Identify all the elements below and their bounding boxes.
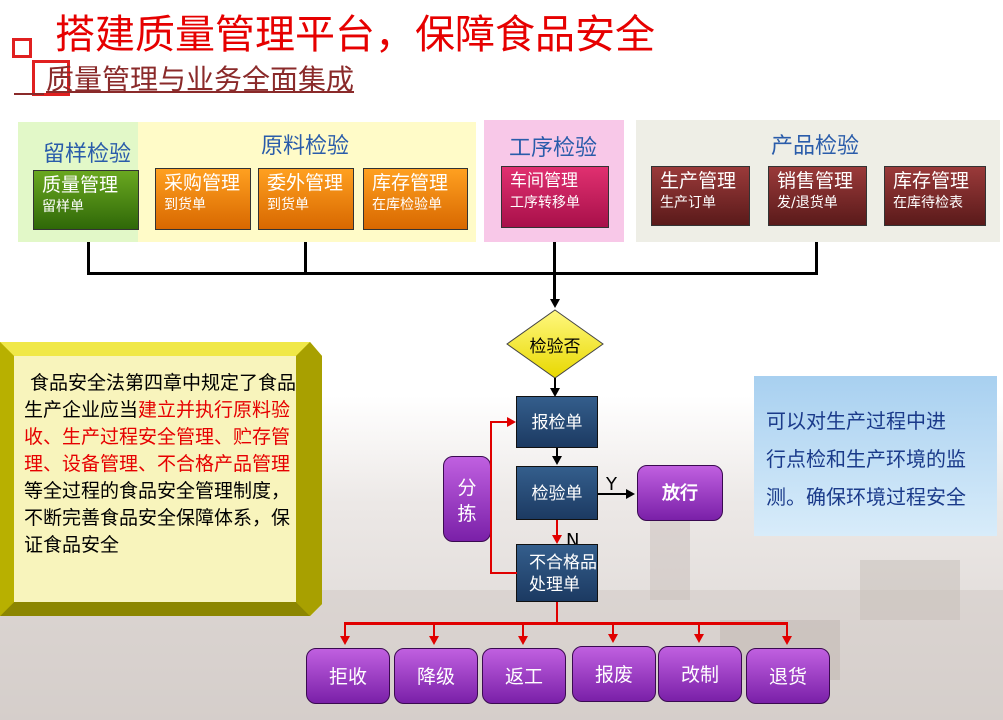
- outcome-drop-4: [612, 622, 614, 636]
- connector-decision-report: [554, 378, 556, 392]
- monitor-note-line3: 测。确保环境过程安全: [766, 485, 966, 509]
- red-loop-vertical: [490, 421, 492, 573]
- monitor-note-text: 可以对生产过程中进 行点检和生产环境的监 测。确保环境过程安全: [766, 402, 966, 516]
- outcome-scrap-button[interactable]: 报废: [572, 646, 656, 702]
- outcome-arrow-2: [429, 636, 439, 645]
- outcome-arrow-3: [518, 636, 528, 645]
- page-subtitle: 质量管理与业务全面集成: [46, 63, 355, 96]
- outcome-drop-3: [522, 622, 524, 638]
- outcome-rework-button[interactable]: 返工: [482, 648, 566, 704]
- connector-product: [815, 242, 818, 274]
- outcome-drop-2: [433, 622, 435, 638]
- connector-material: [304, 242, 307, 274]
- connector-inspect-nonconform: [556, 520, 558, 538]
- outcome-drop-6: [786, 622, 788, 638]
- nonconforming-line1: 不合格品: [529, 553, 597, 573]
- outcome-arrow-6: [782, 636, 792, 645]
- outcome-modify-button[interactable]: 改制: [658, 646, 742, 702]
- outcome-drop-5: [698, 622, 700, 636]
- module-inventory-management-material[interactable]: 库存管理在库检验单: [363, 168, 468, 230]
- group-label-process: 工序检验: [508, 136, 597, 161]
- outcome-trunk: [556, 602, 558, 624]
- module-quality-management[interactable]: 质量管理留样单: [33, 170, 139, 230]
- connector-inspect-release: [598, 493, 628, 495]
- outcome-bus: [344, 622, 788, 625]
- title-decoration-square: [12, 38, 32, 58]
- connector-report-inspect: [556, 448, 558, 460]
- nonconforming-form-box[interactable]: 不合格品 处理单: [516, 544, 598, 602]
- red-loop-bottom: [490, 572, 517, 574]
- connector-horizontal: [87, 272, 818, 275]
- outcome-return-button[interactable]: 退货: [746, 648, 830, 704]
- outcome-arrow-4: [608, 634, 618, 643]
- outcome-drop-1: [344, 622, 346, 638]
- group-label-product: 产品检验: [770, 134, 859, 159]
- monitor-note-line1: 可以对生产过程中进: [766, 409, 946, 433]
- inspection-form-box[interactable]: 检验单: [516, 466, 598, 520]
- page-title: 搭建质量管理平台，保障食品安全: [55, 12, 655, 58]
- module-inventory-management-product[interactable]: 库存管理在库待检表: [884, 166, 986, 226]
- sorting-button[interactable]: 分拣: [443, 456, 491, 542]
- arrow-to-inspect: [552, 456, 562, 465]
- arrow-to-decision: [550, 299, 560, 308]
- module-workshop-management[interactable]: 车间管理工序转移单: [501, 166, 609, 228]
- law-note-frame: [0, 342, 322, 616]
- outcome-reject-button[interactable]: 拒收: [306, 648, 390, 704]
- yes-label: Y: [606, 474, 617, 495]
- red-arrow-to-report: [507, 417, 516, 427]
- red-loop-top: [490, 421, 508, 423]
- module-purchase-management[interactable]: 采购管理到货单: [155, 168, 251, 230]
- module-production-management[interactable]: 生产管理生产订单: [651, 166, 750, 226]
- arrow-to-nonconform: [552, 535, 562, 544]
- module-outsourcing-management[interactable]: 委外管理到货单: [258, 168, 354, 230]
- nonconforming-line2: 处理单: [529, 575, 580, 595]
- law-note-seg1: 食品安全法第四章中规定了食品生产企业应当: [24, 372, 297, 421]
- outcome-arrow-1: [340, 636, 350, 645]
- connector-retained: [87, 242, 90, 274]
- subtitle-underline-lead: [14, 93, 44, 95]
- module-sales-management[interactable]: 销售管理发/退货单: [768, 166, 867, 226]
- group-label-retained: 留样检验: [42, 142, 131, 167]
- law-note-seg3: 等全过程的食品安全管理制度，不断完善食品安全保障体系，保证食品安全: [24, 480, 291, 556]
- law-note-seg2: 建立并执行原料验收、生产过程安全管理、贮存管理、设备管理、不合格产品管理: [24, 399, 291, 475]
- outcome-downgrade-button[interactable]: 降级: [394, 648, 478, 704]
- connector-process: [553, 242, 556, 300]
- arrow-to-release: [626, 489, 635, 499]
- group-label-material: 原料检验: [260, 134, 349, 159]
- subtitle-decoration-square: [32, 60, 70, 96]
- decision-label: 检验否: [529, 337, 581, 357]
- report-form-box[interactable]: 报检单: [516, 396, 598, 448]
- arrow-to-report: [550, 388, 560, 397]
- release-button[interactable]: 放行: [637, 465, 723, 521]
- monitor-note-box: [754, 376, 997, 536]
- monitor-note-line2: 行点检和生产环境的监: [766, 447, 966, 471]
- law-note-text: 食品安全法第四章中规定了食品生产企业应当建立并执行原料验收、生产过程安全管理、贮…: [24, 370, 304, 559]
- outcome-arrow-5: [694, 634, 704, 643]
